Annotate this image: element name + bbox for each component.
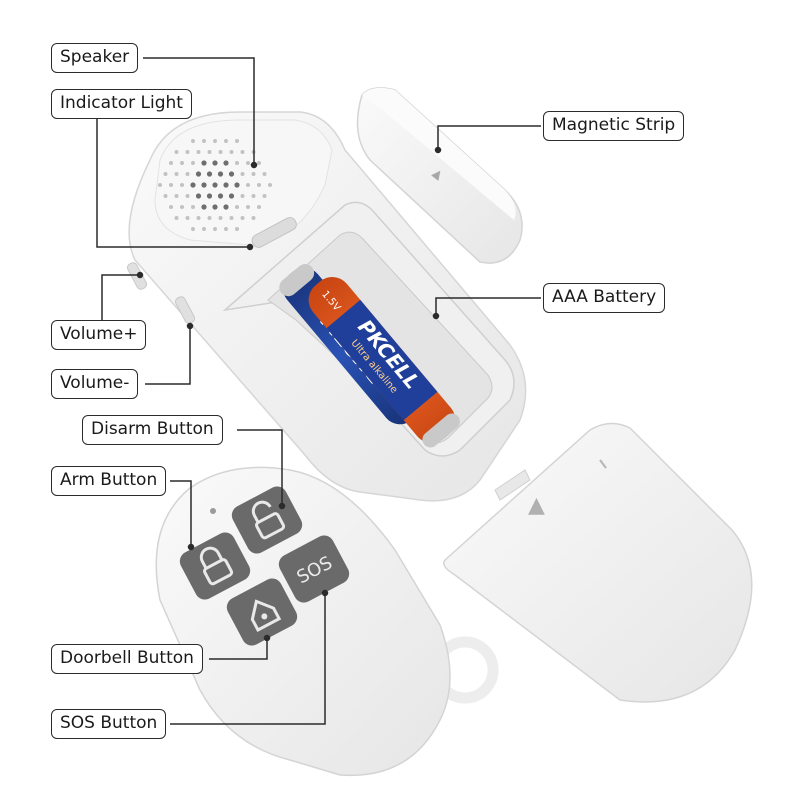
speaker-hole: [191, 161, 195, 165]
speaker-hole: [263, 172, 267, 176]
speaker-hole: [223, 160, 228, 165]
speaker-hole: [235, 161, 239, 165]
speaker-hole: [196, 171, 201, 176]
speaker-hole: [230, 150, 234, 154]
speaker-hole: [219, 150, 223, 154]
speaker-hole: [191, 227, 195, 231]
speaker-hole: [213, 139, 217, 143]
speaker-hole: [241, 216, 245, 220]
label-disarm-button: Disarm Button: [82, 415, 223, 445]
speaker-hole: [235, 139, 239, 143]
speaker-hole: [186, 172, 190, 176]
speaker-hole: [186, 216, 190, 220]
speaker-hole: [169, 161, 173, 165]
speaker-hole: [190, 182, 195, 187]
speaker-hole: [268, 183, 272, 187]
speaker-hole: [235, 227, 239, 231]
speaker-hole: [223, 204, 228, 209]
speaker-hole: [197, 150, 201, 154]
speaker-hole: [224, 139, 228, 143]
label-volume-up: Volume+: [51, 320, 146, 350]
speaker-hole: [229, 193, 234, 198]
speaker-hole: [257, 183, 261, 187]
speaker-hole: [252, 216, 256, 220]
speaker-hole: [252, 194, 256, 198]
speaker-hole: [175, 194, 179, 198]
speaker-hole: [197, 216, 201, 220]
speaker-hole: [246, 205, 250, 209]
label-arm-button: Arm Button: [51, 466, 166, 496]
speaker-hole: [213, 227, 217, 231]
speaker-hole: [201, 204, 206, 209]
speaker-hole: [158, 183, 162, 187]
label-sos-button: SOS Button: [51, 709, 166, 739]
label-speaker: Speaker: [51, 43, 138, 73]
speaker-hole: [180, 161, 184, 165]
speaker-hole: [202, 227, 206, 231]
label-doorbell-button: Doorbell Button: [51, 644, 203, 674]
speaker-hole: [218, 193, 223, 198]
speaker-hole: [230, 216, 234, 220]
speaker-hole: [212, 182, 217, 187]
speaker-hole: [212, 160, 217, 165]
speaker-hole: [263, 194, 267, 198]
speaker-hole: [175, 150, 179, 154]
speaker-hole: [164, 172, 168, 176]
speaker-hole: [246, 161, 250, 165]
label-magnetic-strip: Magnetic Strip: [543, 111, 684, 141]
speaker-hole: [218, 171, 223, 176]
speaker-hole: [202, 139, 206, 143]
speaker-hole: [180, 183, 184, 187]
speaker-hole: [241, 194, 245, 198]
speaker-hole: [257, 205, 261, 209]
speaker-hole: [201, 182, 206, 187]
speaker-hole: [169, 205, 173, 209]
label-volume-down: Volume-: [51, 369, 138, 399]
speaker-hole: [234, 182, 239, 187]
speaker-hole: [186, 194, 190, 198]
speaker-hole: [235, 205, 239, 209]
speaker-hole: [175, 172, 179, 176]
speaker-hole: [186, 150, 190, 154]
speaker-hole: [257, 161, 261, 165]
speaker-hole: [241, 150, 245, 154]
speaker-hole: [208, 150, 212, 154]
label-indicator-light: Indicator Light: [51, 89, 192, 119]
speaker-hole: [191, 205, 195, 209]
speaker-hole: [201, 160, 206, 165]
speaker-hole: [219, 216, 223, 220]
speaker-hole: [229, 171, 234, 176]
speaker-hole: [241, 172, 245, 176]
label-aaa-battery: AAA Battery: [543, 283, 665, 313]
speaker-hole: [224, 227, 228, 231]
speaker-hole: [164, 194, 168, 198]
speaker-hole: [169, 183, 173, 187]
speaker-hole: [196, 193, 201, 198]
speaker-hole: [207, 193, 212, 198]
speaker-hole: [252, 172, 256, 176]
speaker-hole: [208, 216, 212, 220]
speaker-hole: [191, 139, 195, 143]
speaker-hole: [175, 216, 179, 220]
speaker-hole: [207, 171, 212, 176]
speaker-hole: [212, 204, 217, 209]
svg-text:▲: ▲: [528, 493, 545, 518]
speaker-hole: [180, 205, 184, 209]
speaker-hole: [246, 183, 250, 187]
speaker-hole: [223, 182, 228, 187]
